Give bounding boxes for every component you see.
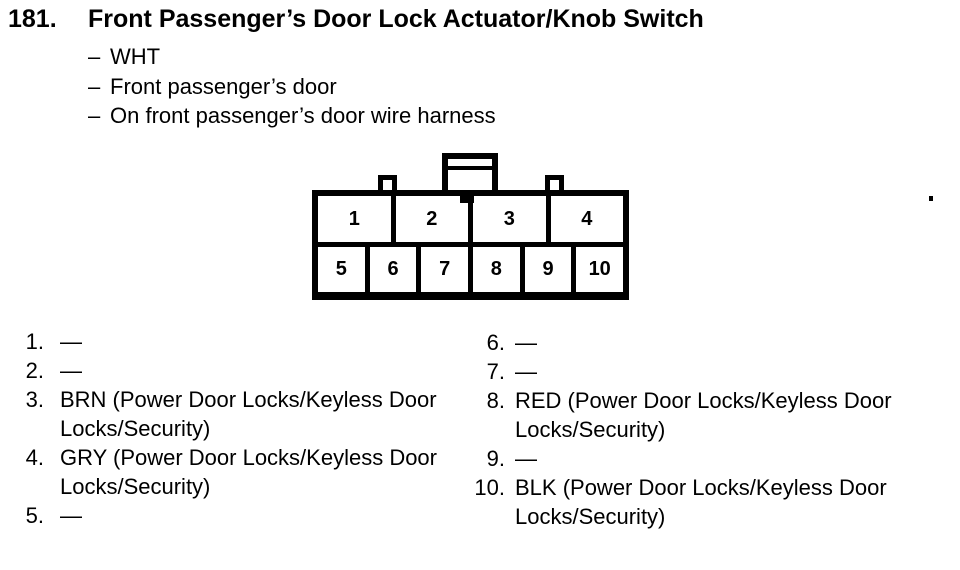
connector-index-tab-right bbox=[545, 175, 564, 191]
pin-list-left: 1. — 2. — 3. BRN (Power Door Locks/Keyle… bbox=[8, 327, 460, 530]
pin-list-right: 6. — 7. — 8. RED (Power Door Locks/Keyle… bbox=[465, 328, 915, 531]
pin-cavity-5: 5 bbox=[318, 247, 365, 292]
section-heading: 181. Front Passenger’s Door Lock Actuato… bbox=[8, 5, 704, 33]
attribute-text: WHT bbox=[110, 44, 161, 69]
pin-description: — bbox=[515, 446, 537, 471]
pin-cavity-10: 10 bbox=[576, 247, 624, 292]
pin-number: 5. bbox=[25, 503, 44, 528]
pin-number: 3. bbox=[25, 387, 44, 412]
pin-description: — bbox=[60, 503, 82, 528]
pin-cavity-7: 7 bbox=[421, 247, 469, 292]
pin-number: 8. bbox=[486, 388, 505, 413]
latch-divider bbox=[447, 166, 493, 170]
pin-cavity-2: 2 bbox=[395, 196, 468, 242]
dash-bullet: – bbox=[88, 44, 101, 69]
attribute-text: Front passenger’s door bbox=[110, 73, 337, 99]
pin-description: — bbox=[515, 359, 537, 384]
pin-cavity-4: 4 bbox=[550, 196, 623, 242]
pin-description: RED (Power Door Locks/Keyless Door Locks… bbox=[515, 388, 892, 442]
pin-cavity-6: 6 bbox=[369, 247, 417, 292]
pin-list-item: 2. — bbox=[8, 356, 460, 385]
pin-description: — bbox=[60, 329, 82, 354]
pin-list-item: 4. GRY (Power Door Locks/Keyless Door Lo… bbox=[8, 443, 460, 501]
pin-row-bottom: 5 6 7 8 9 10 bbox=[318, 247, 624, 292]
connector-center-lug bbox=[460, 193, 474, 203]
pin-number: 4. bbox=[25, 445, 44, 470]
pin-description: BLK (Power Door Locks/Keyless Door Locks… bbox=[515, 475, 887, 529]
connector-index-tab-left bbox=[378, 175, 397, 191]
pin-cavity-3: 3 bbox=[473, 196, 546, 242]
connector-latch bbox=[442, 153, 498, 193]
pin-number: 6. bbox=[486, 330, 505, 355]
dash-bullet: – bbox=[88, 103, 101, 128]
pin-description: GRY (Power Door Locks/Keyless Door Locks… bbox=[60, 445, 437, 499]
pin-cavity-1: 1 bbox=[318, 196, 391, 242]
dash-bullet: – bbox=[88, 73, 101, 99]
section-number: 181. bbox=[8, 5, 57, 33]
pin-list-item: 6. — bbox=[465, 328, 915, 357]
scan-artifact-dot bbox=[929, 196, 933, 201]
pin-list-item: 3. BRN (Power Door Locks/Keyless Door Lo… bbox=[8, 385, 460, 443]
pin-list-item: 8. RED (Power Door Locks/Keyless Door Lo… bbox=[465, 386, 915, 444]
attribute-list: – WHT – Front passenger’s door – On fron… bbox=[88, 42, 496, 131]
pin-number: 2. bbox=[25, 358, 44, 383]
section-title: Front Passenger’s Door Lock Actuator/Kno… bbox=[88, 5, 704, 33]
connector-body: 1 2 3 4 5 6 7 8 9 10 bbox=[312, 190, 629, 300]
pin-list-item: 9. — bbox=[465, 444, 915, 473]
pin-row-top: 1 2 3 4 bbox=[318, 196, 623, 242]
pin-cavity-9: 9 bbox=[524, 247, 572, 292]
pin-description: — bbox=[515, 330, 537, 355]
pin-list-item: 7. — bbox=[465, 357, 915, 386]
pin-number: 9. bbox=[486, 446, 505, 471]
connector-diagram: 1 2 3 4 5 6 7 8 9 10 bbox=[312, 153, 629, 300]
pin-list-item: 5. — bbox=[8, 501, 460, 530]
pin-description: — bbox=[60, 358, 82, 383]
pin-number: 1. bbox=[25, 329, 44, 354]
attribute-item: – On front passenger’s door wire harness bbox=[88, 101, 496, 131]
pin-list-item: 10. BLK (Power Door Locks/Keyless Door L… bbox=[465, 473, 915, 531]
pin-number: 7. bbox=[486, 359, 505, 384]
pin-list-item: 1. — bbox=[8, 327, 460, 356]
pin-cavity-8: 8 bbox=[473, 247, 520, 292]
pin-number: 10. bbox=[474, 475, 505, 500]
attribute-text: On front passenger’s door wire harness bbox=[110, 103, 496, 128]
pin-description: BRN (Power Door Locks/Keyless Door Locks… bbox=[60, 387, 437, 441]
attribute-item: – WHT bbox=[88, 42, 496, 72]
attribute-item: – Front passenger’s door bbox=[88, 72, 496, 102]
